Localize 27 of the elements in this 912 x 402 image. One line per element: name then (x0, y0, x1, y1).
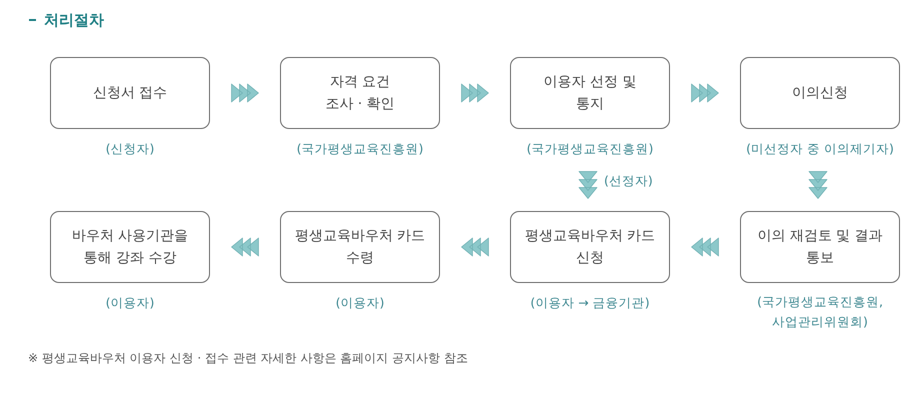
role-caption: (국가평생교육진흥원) (296, 140, 424, 158)
step-label: 바우처 사용기관을 통해 강좌 수강 (70, 227, 190, 268)
section-title: 처리절차 (44, 10, 104, 30)
role-caption: (이용자) (336, 294, 384, 312)
chevron-arrow (578, 171, 598, 199)
edge-label: (선정자) (604, 172, 653, 190)
chevron-arrow (691, 84, 719, 102)
role-caption: (이용자) (106, 294, 154, 312)
role-caption: (국가평생교육진흥원, 사업관리위원회) (756, 293, 884, 331)
step-label: 평생교육바우처 카드 신청 (524, 227, 656, 268)
step-label: 이의 재검토 및 결과 통보 (756, 227, 884, 268)
role-caption: (신청자) (106, 140, 154, 158)
chevron-arrow (461, 238, 489, 256)
step-label: 신청서 접수 (92, 84, 168, 103)
role-caption: (이용자 → 금융기관) (530, 294, 650, 312)
step-label: 자격 요건 조사 · 확인 (324, 73, 396, 114)
step-label: 이의신청 (792, 84, 848, 103)
chevron-arrow (461, 84, 489, 102)
step-label: 평생교육바우처 카드 수령 (294, 227, 426, 268)
chevron-arrow (808, 171, 828, 199)
role-caption: (국가평생교육진흥원) (526, 140, 654, 158)
step-label: 이용자 선정 및 통지 (542, 73, 638, 114)
role-caption: (미선정자 중 이의제기자) (746, 140, 894, 158)
chevron-arrow (691, 238, 719, 256)
chevron-arrow (231, 238, 259, 256)
chevron-arrow (231, 84, 259, 102)
footnote: ※ 평생교육바우처 이용자 신청 · 접수 관련 자세한 사항은 홈페이지 공지사항 참조 (28, 350, 468, 367)
